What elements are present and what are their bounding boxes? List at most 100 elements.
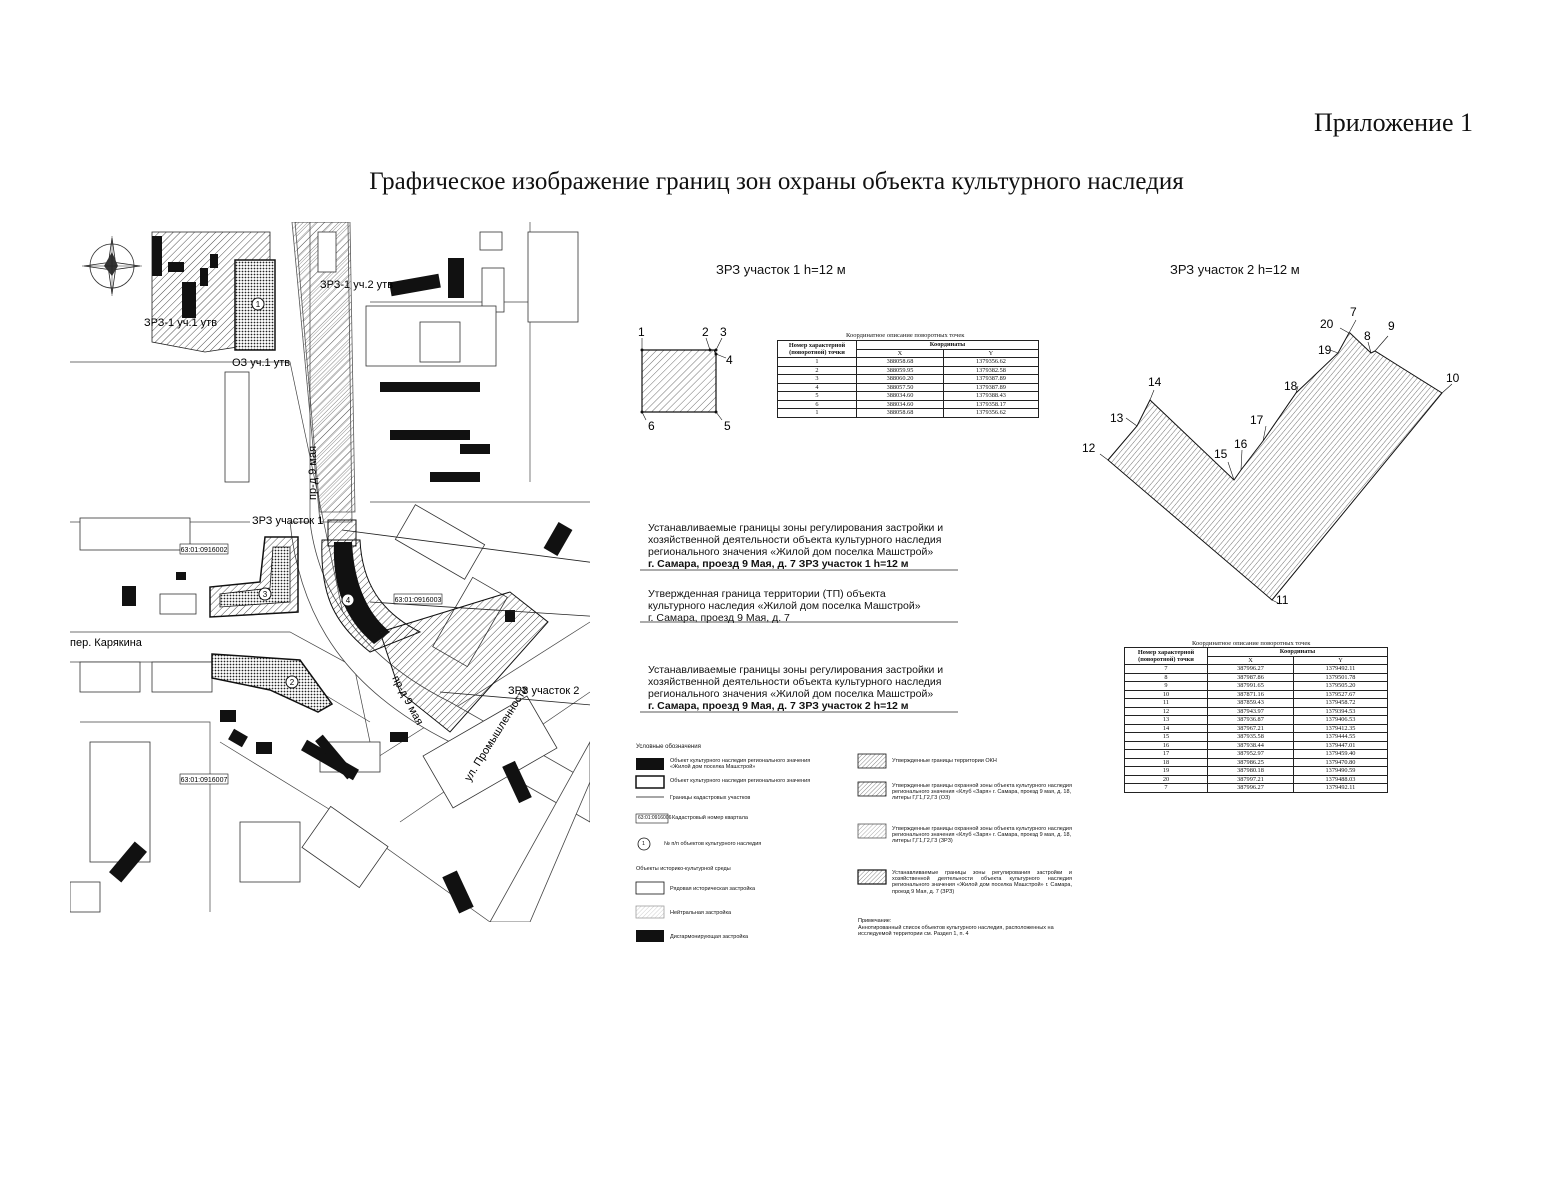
table1-cell: 388058.68 <box>856 357 944 367</box>
table2-cell: 7 <box>1124 664 1208 674</box>
table2-cell: 18 <box>1124 757 1208 767</box>
table2-cell: 15 <box>1124 732 1208 742</box>
legend-title: Условные обозначения <box>636 744 701 750</box>
note-leaders <box>640 569 958 713</box>
table2-cell: 387943.97 <box>1207 706 1294 716</box>
legend-remark-text: Аннотированный список объектов культурно… <box>858 925 1054 938</box>
table1-cell: 1379387.89 <box>942 382 1040 392</box>
legend-env-title: Объекты историко-культурной среды <box>636 866 731 872</box>
plot2-point-18: 18 <box>1284 379 1298 393</box>
table1-cell: 1379356.62 <box>942 408 1040 418</box>
legend-cad-number-box <box>635 813 669 824</box>
table1-cell: 388057.50 <box>856 382 944 392</box>
legend-zrz-new-label: Устанавливаемые границы зоны регулирован… <box>892 870 1072 895</box>
table1-cell: 1379358.17 <box>942 399 1040 409</box>
table2-cell: 1379490.59 <box>1292 766 1389 776</box>
table1-col-y: Y <box>942 348 1040 358</box>
plot1-point-3: 3 <box>720 325 727 339</box>
plot1-title: ЗРЗ участок 1 h=12 м <box>716 262 846 277</box>
table1-cell: 2 <box>777 365 857 375</box>
table2-cell: 387871.16 <box>1207 689 1294 699</box>
svg-text:2: 2 <box>290 678 295 687</box>
table1-header-point: Номер характерной (поворотной) точки <box>777 340 857 358</box>
table1-cell: 5 <box>777 391 857 401</box>
label-street-karyakina: пер. Карякина <box>70 637 143 649</box>
plot2-point-14: 14 <box>1148 375 1162 389</box>
legend-num-sample: 1 <box>642 841 646 847</box>
table2-cell: 387987.86 <box>1207 672 1294 682</box>
table2-cell: 387952.97 <box>1207 749 1294 759</box>
table1-cell: 1379387.89 <box>942 374 1040 384</box>
plot2-point-12: 12 <box>1082 441 1096 455</box>
table2-header-point: Номер характерной (поворотной) точки <box>1124 647 1208 665</box>
plot2-drawing: 7 8 9 10 11 12 13 14 15 16 17 18 19 20 <box>1082 305 1460 607</box>
table2-cell: 19 <box>1124 766 1208 776</box>
table2-header-coords: Координаты <box>1207 647 1388 657</box>
plot2-point-13: 13 <box>1110 411 1124 425</box>
plot1-point-1: 1 <box>638 325 645 339</box>
table1-caption: Координатное описание поворотных точек <box>846 332 965 339</box>
legend-zrz-new-swatch <box>857 869 887 885</box>
object-marker-3: 3 <box>258 587 272 601</box>
table2-cell: 1379492.11 <box>1292 783 1389 793</box>
table2-cell: 17 <box>1124 749 1208 759</box>
table2-cell: 1379470.80 <box>1292 757 1389 767</box>
legend-neutral-swatch <box>635 905 665 919</box>
label-street-9maya-vertical: пр-д 9 мая <box>307 446 319 500</box>
table1-cell: 388034.60 <box>856 391 944 401</box>
table1-cell: 1 <box>777 357 857 367</box>
table1-cell: 388059.95 <box>856 365 944 375</box>
table2-cell: 1379492.11 <box>1292 664 1389 674</box>
plot2-point-10: 10 <box>1446 371 1460 385</box>
table2-cell: 387980.18 <box>1207 766 1294 776</box>
plot1-point-5: 5 <box>724 419 731 433</box>
plot2-point-15: 15 <box>1214 447 1228 461</box>
plot2-point-7: 7 <box>1350 305 1357 319</box>
legend-zrz-zarya-swatch <box>857 823 887 839</box>
plot2-point-8: 8 <box>1364 329 1371 343</box>
table2-cell: 16 <box>1124 740 1208 750</box>
object-marker-1: 1 <box>251 297 265 311</box>
table2-cell: 14 <box>1124 723 1208 733</box>
svg-text:1: 1 <box>256 300 261 309</box>
table1-cell: 6 <box>777 399 857 409</box>
plot1-drawing: 1 2 3 4 5 6 <box>638 325 733 433</box>
page-title: Графическое изображение границ зон охран… <box>369 168 1184 195</box>
object-marker-4: 4 <box>341 593 355 607</box>
svg-text:63:01:0916007: 63:01:0916007 <box>181 777 228 784</box>
table2: Номер характерной (поворотной) точки Коо… <box>1124 647 1389 793</box>
table2-cell: 1379412.35 <box>1292 723 1389 733</box>
legend-disharmonious-swatch <box>636 930 664 942</box>
label-zrz1-uch1: ЗРЗ-1 уч.1 утв <box>144 317 217 329</box>
table2-cell: 387859.43 <box>1207 698 1294 708</box>
table2-cell: 387996.27 <box>1207 664 1294 674</box>
legend-cadastral-label: Границы кадастровых участков <box>670 795 751 801</box>
plot2-point-9: 9 <box>1388 319 1395 333</box>
legend-okn-swatch <box>635 775 665 789</box>
label-oz-uch1: ОЗ уч.1 утв <box>232 357 290 369</box>
table2-cell: 1379459.40 <box>1292 749 1389 759</box>
table2-cell: 387996.27 <box>1207 783 1294 793</box>
label-zrz1-uch2: ЗРЗ-1 уч.2 утв <box>320 279 393 291</box>
plot2-point-19: 19 <box>1318 343 1332 357</box>
table2-cell: 1379394.53 <box>1292 706 1389 716</box>
plot1-point-4: 4 <box>726 353 733 367</box>
legend-ordinary-swatch <box>635 881 665 895</box>
table1: Номер характерной (поворотной) точки Коо… <box>777 340 1040 418</box>
plot2-title: ЗРЗ участок 2 h=12 м <box>1170 262 1300 277</box>
legend-number-circle <box>637 837 651 851</box>
svg-text:63:01:0916003: 63:01:0916003 <box>395 597 442 604</box>
table2-cell: 11 <box>1124 698 1208 708</box>
legend-remark-title: Примечание: <box>858 918 892 924</box>
